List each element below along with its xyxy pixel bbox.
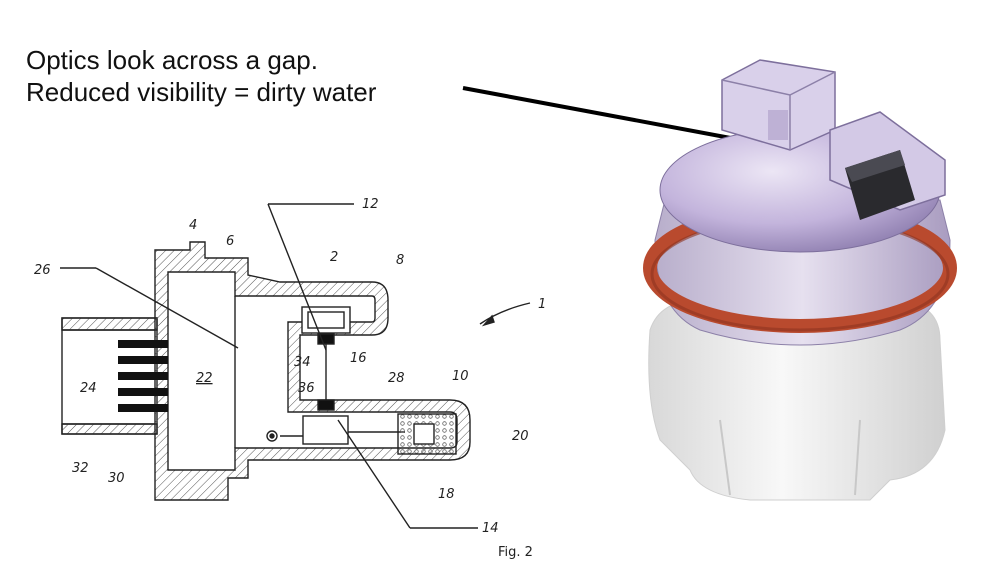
figure-label: Fig. 2 [498,545,533,560]
patent-drawing [60,203,531,529]
grate-bars [118,340,168,412]
label-24: 24 [80,381,97,396]
label-16: 16 [350,351,367,366]
label-20: 20 [512,429,529,444]
label-1: 1 [538,297,546,312]
label-10: 10 [452,369,469,384]
label-18: 18 [438,487,455,502]
label-32: 32 [72,461,89,476]
label-14: 14 [482,521,499,536]
label-30: 30 [108,471,125,486]
label-12: 12 [362,197,379,212]
diagram-labels: 4 6 26 12 2 8 1 34 16 36 28 10 22 24 20 … [34,197,546,560]
caption: Optics look across a gap. Reduced visibi… [26,44,376,108]
label-22: 22 [196,371,213,386]
label-6: 6 [226,234,234,249]
label-36: 36 [298,381,315,396]
label-26: 26 [34,263,51,278]
caption-line-2: Reduced visibility = dirty water [26,77,377,107]
caption-line-1: Optics look across a gap. [26,45,318,75]
label-8: 8 [396,253,404,268]
label-28: 28 [388,371,405,386]
sensor-photo [643,59,957,501]
label-4: 4 [189,218,197,233]
label-34: 34 [294,355,311,370]
label-2: 2 [330,250,338,265]
